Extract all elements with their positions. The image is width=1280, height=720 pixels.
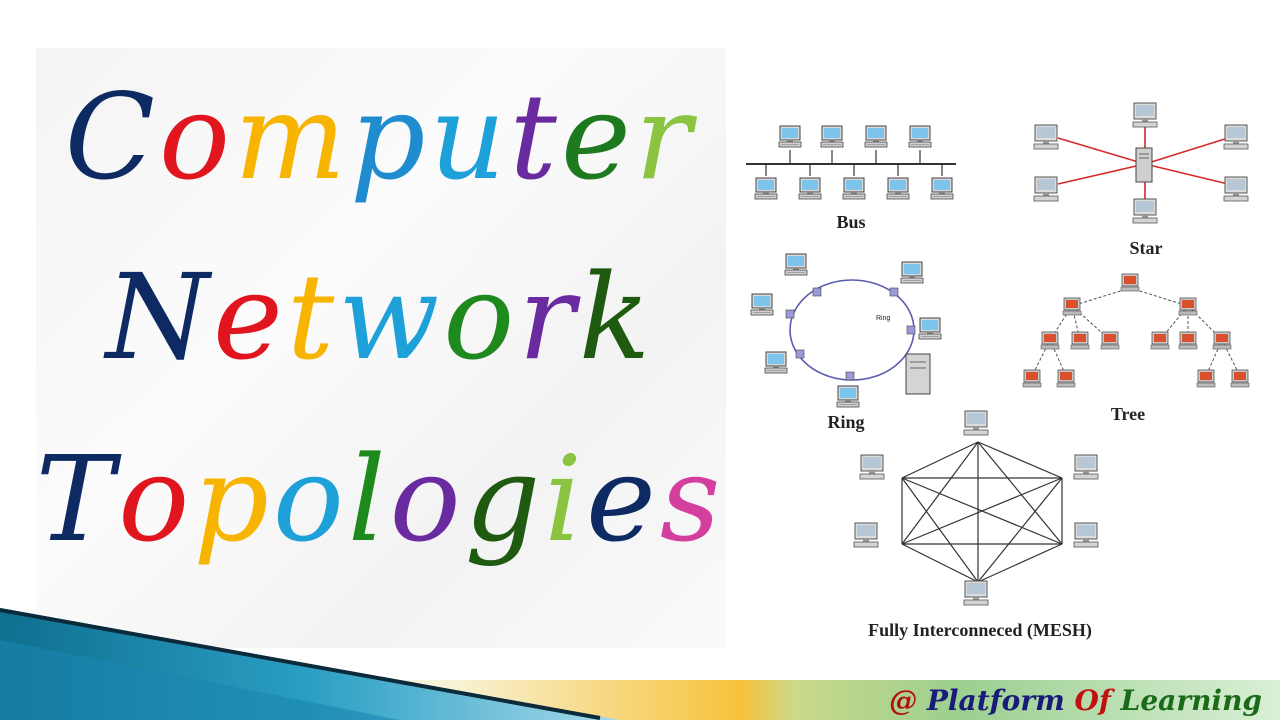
- title-letter: o: [118, 430, 194, 568]
- title-letter: t: [286, 248, 339, 386]
- ring-pc: [900, 261, 924, 284]
- bus-pc: [754, 177, 778, 200]
- tree-pc: [1056, 369, 1076, 388]
- mesh-label: Fully Interconneced (MESH): [868, 620, 1092, 641]
- star-pc: [1033, 176, 1059, 202]
- bus-pc: [930, 177, 954, 200]
- bus-pc: [886, 177, 910, 200]
- mesh-pc: [859, 454, 885, 480]
- brand-at: @: [889, 684, 927, 717]
- title-letter: u: [429, 68, 510, 206]
- title-letter: l: [347, 430, 390, 568]
- bus-pc: [778, 125, 802, 148]
- title-letter: g: [464, 430, 545, 568]
- star-pc: [1132, 102, 1158, 128]
- tree-pc: [1070, 331, 1090, 350]
- ring-pc: [836, 385, 860, 408]
- title-line-topologies: Topologies: [0, 440, 760, 558]
- bus-topology: Bus: [746, 125, 956, 232]
- title-letter: r: [518, 248, 579, 386]
- tree-pc: [1150, 331, 1170, 350]
- tree-pc: [1212, 331, 1232, 350]
- tree-root-pc: [1120, 273, 1140, 292]
- mesh-pc: [853, 522, 879, 548]
- mesh-pc: [963, 410, 989, 436]
- star-topology: Star: [1033, 102, 1249, 258]
- ring-pc: [750, 293, 774, 316]
- title-letter: m: [234, 68, 350, 206]
- title-letter: p: [193, 430, 273, 568]
- title-letter: r: [634, 68, 696, 206]
- mesh-pc: [963, 580, 989, 606]
- tree-pc: [1100, 331, 1120, 350]
- ring-label: Ring: [827, 412, 864, 432]
- mesh-pc: [1073, 522, 1099, 548]
- topology-svg: Bus: [746, 102, 1250, 641]
- tree-pc: [1178, 297, 1198, 316]
- paper-background: [36, 48, 726, 648]
- title-letter: i: [544, 430, 587, 568]
- star-pc: [1223, 176, 1249, 202]
- title-line-network: Network: [0, 258, 760, 376]
- bus-pc: [798, 177, 822, 200]
- tree-topology: Tree: [1022, 273, 1250, 424]
- title-letter: t: [509, 68, 561, 206]
- tree-pc: [1230, 369, 1250, 388]
- star-pc: [1132, 198, 1158, 224]
- tree-pc: [1062, 297, 1082, 316]
- corner-swoosh: [0, 608, 620, 720]
- tree-pc: [1040, 331, 1060, 350]
- title-letter: o: [272, 430, 348, 568]
- title-letter: N: [105, 248, 213, 386]
- ring-annotation: Ring: [876, 315, 891, 322]
- ring-server: [905, 353, 931, 395]
- brand-platform: Platform: [926, 684, 1075, 717]
- ring-pc: [918, 317, 942, 340]
- ring-topology: Ring Ring: [750, 253, 942, 432]
- tree-pc: [1022, 369, 1042, 388]
- brand-learning: Learning: [1120, 684, 1262, 717]
- tree-label: Tree: [1111, 404, 1145, 424]
- title-letter: e: [212, 248, 287, 386]
- brand-watermark: @ Platform Of Learning: [889, 684, 1262, 717]
- title-letter: e: [560, 68, 635, 206]
- star-pc: [1033, 124, 1059, 150]
- title-letter: w: [338, 248, 444, 386]
- mesh-pc: [1073, 454, 1099, 480]
- bus-pc: [842, 177, 866, 200]
- brand-of: Of: [1074, 684, 1121, 717]
- star-pc: [1223, 124, 1249, 150]
- title-letter: s: [659, 430, 725, 568]
- tree-pc: [1178, 331, 1198, 350]
- title-letter: C: [64, 68, 160, 206]
- tree-pc: [1196, 369, 1216, 388]
- star-label: Star: [1130, 238, 1163, 258]
- mesh-topology: Fully Interconneced (MESH): [853, 410, 1099, 641]
- topology-diagram: Bus: [740, 92, 1262, 652]
- star-hub-server: [1135, 147, 1153, 183]
- ring-pc: [784, 253, 808, 276]
- title-letter: o: [443, 248, 519, 386]
- bus-pc: [864, 125, 888, 148]
- title-line-computer: Computer: [0, 78, 760, 196]
- title-letter: k: [578, 248, 655, 386]
- bus-label: Bus: [836, 212, 865, 232]
- title-letter: p: [350, 68, 430, 206]
- title-letter: o: [389, 430, 465, 568]
- bus-pc: [908, 125, 932, 148]
- ring-pc: [764, 351, 788, 374]
- title-letter: o: [159, 68, 235, 206]
- bus-pc: [820, 125, 844, 148]
- title-letter: e: [586, 430, 660, 568]
- title-letter: T: [35, 430, 119, 568]
